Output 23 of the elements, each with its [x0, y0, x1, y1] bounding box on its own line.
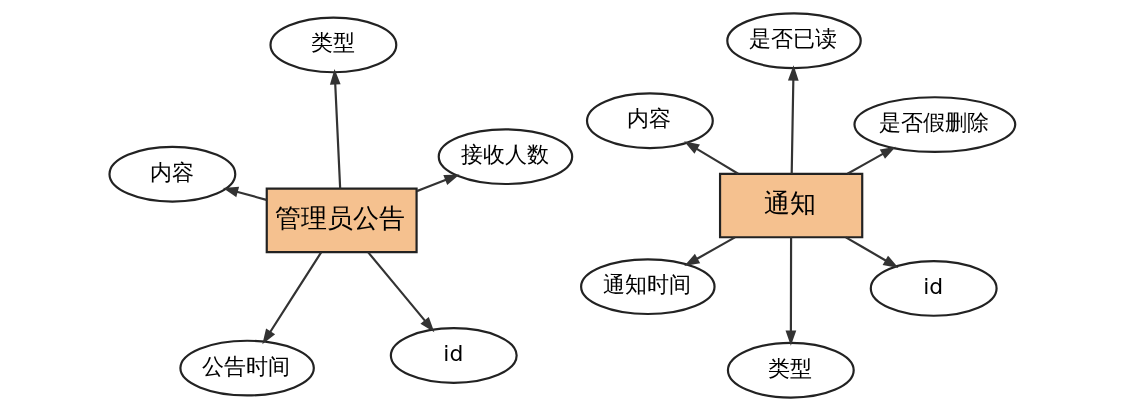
node-ellipse: 内容: [107, 145, 236, 203]
node-ellipse: id: [389, 326, 518, 384]
node-box: 通知: [718, 172, 863, 238]
arrow: [222, 186, 267, 201]
arrow: [846, 146, 896, 175]
node-ellipse: 内容: [585, 91, 714, 149]
node-ellipse: 通知时间: [579, 257, 716, 315]
node-ellipse: 是否已读: [725, 11, 862, 69]
arrow: [329, 68, 341, 189]
arrow: [366, 251, 434, 332]
node-ellipse: 类型: [268, 15, 397, 73]
arrow: [261, 251, 322, 344]
node-ellipse: 类型: [726, 341, 855, 399]
arrow: [415, 174, 460, 192]
node-ellipse: 是否假删除: [852, 95, 1016, 153]
arrow: [844, 235, 899, 268]
arrow: [785, 236, 796, 346]
arrow: [683, 140, 739, 175]
arrow: [683, 235, 735, 266]
arrow: [787, 64, 799, 174]
node-ellipse: 公告时间: [178, 339, 315, 397]
node-ellipse: id: [869, 259, 998, 317]
node-box: 管理员公告: [265, 187, 418, 253]
